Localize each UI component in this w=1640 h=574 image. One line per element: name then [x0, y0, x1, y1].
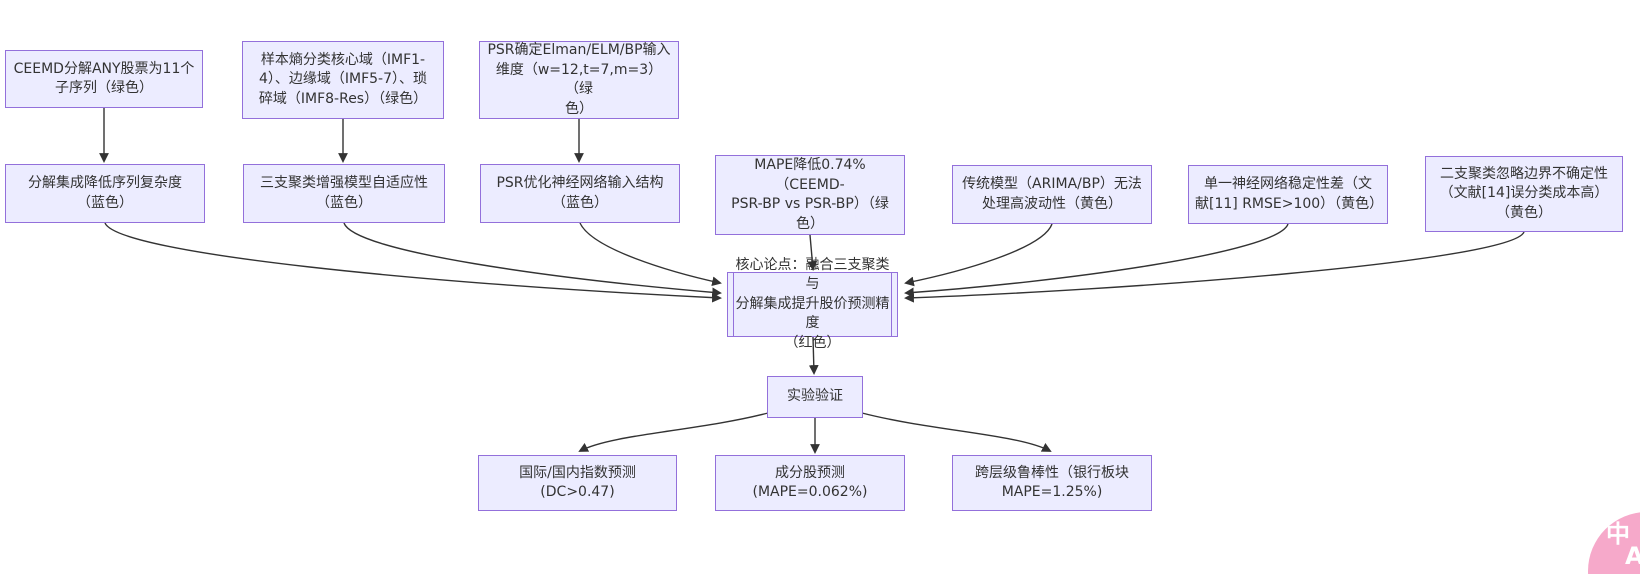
- node-single-nn-limitation: 单一神经网络稳定性差（文 献[11] RMSE>100）（黄色）: [1188, 165, 1388, 224]
- node-ceemd-decompose: CEEMD分解ANY股票为11个 子序列（绿色）: [5, 50, 203, 108]
- node-core-thesis: 核心论点：融合三支聚类与 分解集成提升股价预测精度 （红色）: [727, 257, 898, 351]
- node-sample-entropy: 样本熵分类核心域（IMF1- 4）、边缘域（IMF5-7）、琐 碎域（IMF8-…: [242, 41, 444, 119]
- node-psr-benefit: PSR优化神经网络输入结构 （蓝色）: [480, 164, 680, 223]
- node-three-way-benefit: 三支聚类增强模型自适应性 （蓝色）: [243, 164, 445, 223]
- node-robustness: 跨层级鲁棒性（银行板块 MAPE=1.25%): [952, 455, 1152, 511]
- node-index-prediction: 国际/国内指数预测 (DC>0.47): [478, 455, 677, 511]
- edge-twoway-to-core: [904, 231, 1525, 303]
- node-decompose-benefit: 分解集成降低序列复杂度 （蓝色）: [5, 164, 205, 223]
- edge-threeway-benefit-to-core: [343, 222, 722, 298]
- node-two-way-limitation: 二支聚类忽略边界不确定性 （文献[14]误分类成本高） （黄色）: [1425, 156, 1623, 232]
- node-experiment: 实验验证: [767, 376, 863, 418]
- node-stock-prediction: 成分股预测 (MAPE=0.062%): [715, 455, 905, 511]
- edge-decompose-benefit-to-core: [104, 222, 722, 303]
- edge-core-to-experiment: [808, 336, 819, 375]
- translate-a-glyph: A: [1625, 542, 1640, 570]
- edge-singlenn-to-core: [904, 223, 1289, 298]
- edge-psr-benefit-to-core: [579, 222, 722, 287]
- edge-experiment-to-index: [578, 412, 769, 452]
- translate-zh-glyph: 中: [1606, 520, 1630, 548]
- node-psr-dimension: PSR确定Elman/ELM/BP输入 维度（w=12,t=7,m=3）（绿 色…: [479, 41, 679, 119]
- node-traditional-limitation: 传统模型（ARIMA/BP）无法 处理高波动性（黄色）: [952, 165, 1152, 224]
- edge-experiment-to-robustness: [861, 412, 1052, 452]
- node-mape-improvement: MAPE降低0.74%（CEEMD- PSR-BP vs PSR-BP）（绿 色…: [715, 155, 905, 235]
- edge-mape-to-core: [807, 234, 818, 271]
- edge-traditional-to-core: [904, 223, 1053, 287]
